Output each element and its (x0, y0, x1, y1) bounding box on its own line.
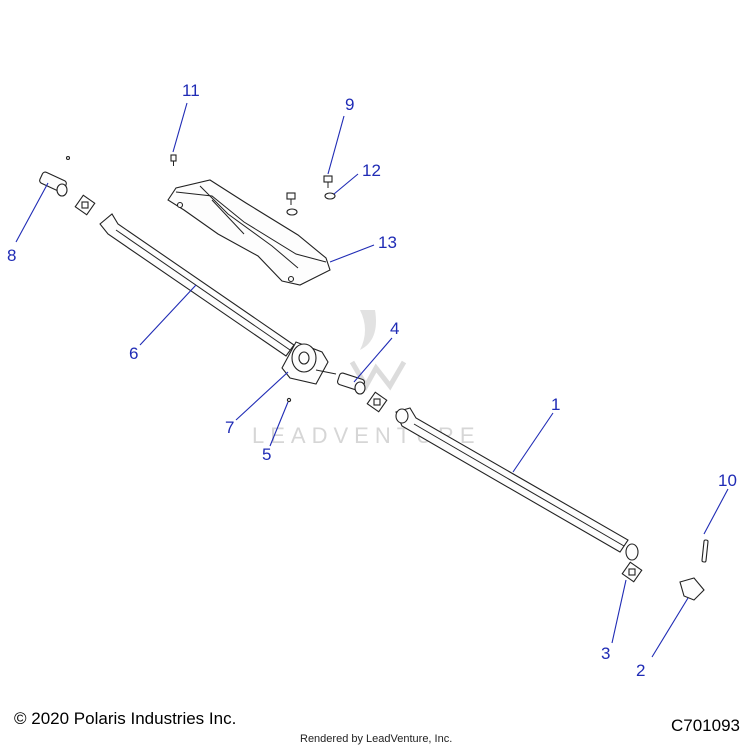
part-13-heat-shield (167, 179, 331, 286)
callout-12[interactable]: 12 (362, 161, 381, 180)
callout-labels: 11 9 12 13 8 6 7 5 4 1 10 3 2 (7, 81, 737, 680)
part-2-yoke (679, 577, 705, 601)
leadventure-watermark: LEADVENTURE (252, 310, 475, 448)
shield-bolt (286, 192, 296, 205)
leader-13 (329, 244, 375, 263)
leader-4 (353, 337, 393, 383)
copyright-notice: © 2020 Polaris Industries Inc. (14, 709, 237, 728)
part-7-carrier-bearing (281, 341, 337, 385)
leader-2 (651, 597, 689, 658)
part-11-bolt (170, 154, 177, 166)
part-1-rear-shaft (395, 407, 639, 561)
rendered-by-credit: Rendered by LeadVenture, Inc. (300, 733, 453, 745)
leader-7 (235, 371, 289, 421)
leader-11 (172, 102, 188, 153)
leader-6 (139, 284, 197, 346)
leader-lines (15, 102, 729, 658)
leader-1 (512, 412, 554, 473)
callout-3[interactable]: 3 (601, 644, 610, 663)
watermark-w-icon (349, 360, 407, 392)
callout-7[interactable]: 7 (225, 418, 234, 437)
part-4-yoke (337, 372, 366, 395)
leader-10 (703, 488, 729, 535)
middle-u-joint (366, 391, 388, 413)
part-12-washer (286, 192, 336, 216)
callout-6[interactable]: 6 (129, 344, 138, 363)
callout-13[interactable]: 13 (378, 233, 397, 252)
part-5-pin (286, 397, 292, 403)
leader-9 (327, 115, 345, 175)
callout-11[interactable]: 11 (182, 81, 200, 100)
part-10-roll-pin (701, 539, 709, 563)
leader-8 (15, 182, 49, 243)
leader-5 (269, 401, 289, 447)
drawing-id: C701093 (670, 716, 740, 735)
callout-4[interactable]: 4 (390, 319, 399, 338)
watermark-flame-icon (360, 310, 376, 350)
leader-3 (611, 579, 627, 644)
part-3-u-joint (621, 561, 643, 583)
part-8-yoke (39, 155, 71, 197)
callout-9[interactable]: 9 (345, 95, 354, 114)
callout-1[interactable]: 1 (551, 395, 560, 414)
front-u-joint (74, 194, 96, 216)
part-9-bolt (323, 175, 333, 188)
callout-2[interactable]: 2 (636, 661, 645, 680)
callout-5[interactable]: 5 (262, 445, 271, 464)
callout-10[interactable]: 10 (718, 471, 737, 490)
leader-12 (333, 173, 359, 195)
callout-8[interactable]: 8 (7, 246, 16, 265)
